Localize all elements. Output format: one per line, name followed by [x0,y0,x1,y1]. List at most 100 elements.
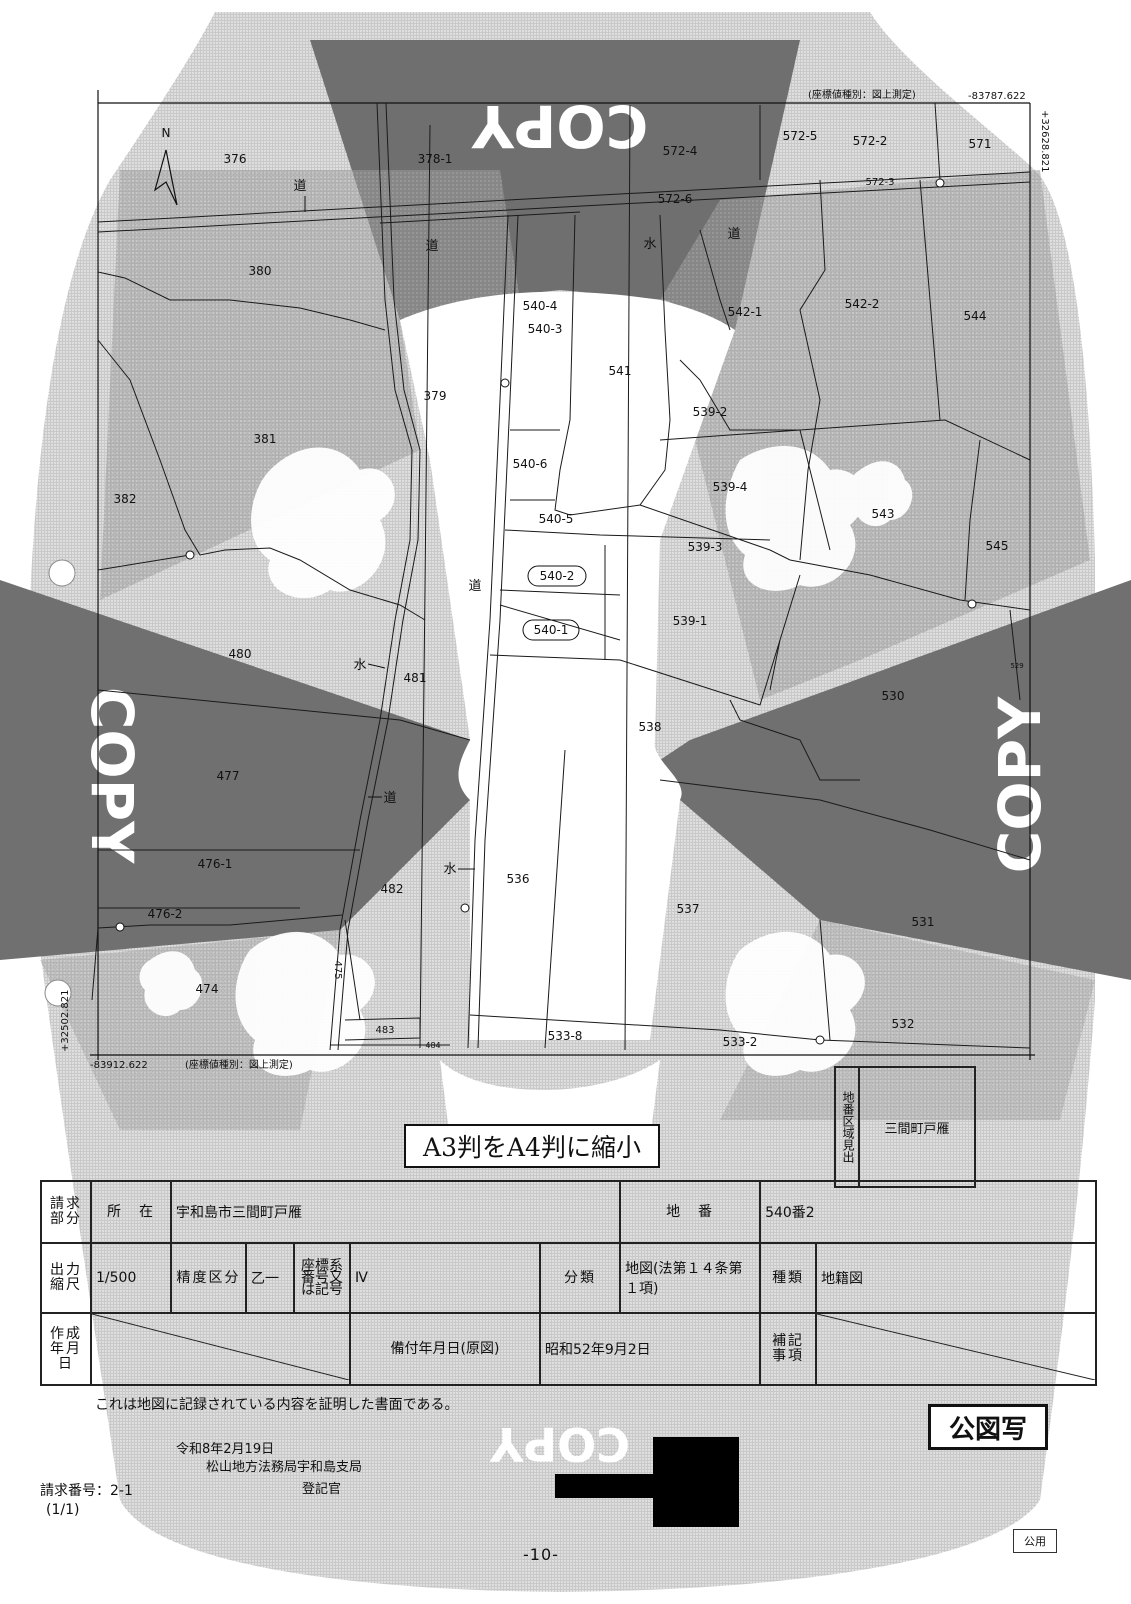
parcel-label: 529 [1010,662,1023,670]
lot-label: 地 番 [619,1180,762,1244]
parcel-label: 482 [381,882,404,896]
parcel-label: 376 [224,152,247,166]
precision-label: 精度区分 [170,1242,247,1314]
road-label: 道 [727,227,740,242]
road-label: 道 [383,791,396,806]
request-number: 請求番号：2-1 [40,1483,133,1499]
parcel-label: 545 [986,539,1009,553]
parcel-label: 538 [639,720,662,734]
official-use-badge: 公用 [1013,1529,1057,1553]
parcel-label: 571 [969,137,992,151]
watermark-copy-left: COPY [78,687,146,864]
watermark-copy-right: COPY [986,696,1054,873]
parcel-label: 531 [912,915,935,929]
parcel-label: 540-4 [523,299,558,313]
north-arrow-icon: N [153,126,178,206]
district-value: 三間町戸雁 [884,1121,950,1137]
parcel-label: 480 [229,647,252,661]
type-value: 地籍図 [815,1242,1098,1314]
parcel-label: 540-3 [528,322,563,336]
survey-markers [115,178,977,1045]
page-fraction: (1/1) [46,1502,80,1518]
parcel-label: 572-5 [783,129,818,143]
parcel-label: 542-2 [845,297,880,311]
parcel-label: 533-8 [548,1029,583,1043]
parcel-label: 530 [882,689,905,703]
class-value: 地図(法第１４条第１項) [619,1242,762,1314]
type-label: 種類 [759,1242,818,1314]
highlighted-parcel-540-2: 540-2 [527,565,587,587]
info-table: 請求部分 所 在 宇和島市三間町戸雁 地 番 540番2 出力縮尺 1/500 … [40,1180,1098,1386]
certification-text: これは地図に記録されている内容を証明した書面である。 [95,1397,459,1413]
parcel-label: 539-1 [673,614,708,628]
reduction-stamp: A3判をA4判に縮小 [404,1124,660,1168]
parcel-label: 484 [425,1041,440,1050]
request-label: 請求部分 [40,1180,92,1244]
parcel-label: 572-2 [853,134,888,148]
parcel-label: 539-2 [693,405,728,419]
scale-value: 1/500 [90,1242,172,1314]
redaction-bar [555,1474,655,1498]
parcel-label: 474 [196,982,219,996]
svg-text:N: N [162,126,171,140]
parcel-label: 536 [507,872,530,886]
highlighted-parcel-540-1: 540-1 [522,619,580,641]
district-label: 地番区域見出 [836,1068,860,1186]
location-label: 所 在 [90,1180,172,1244]
parcel-label: 380 [249,264,272,278]
issue-office: 松山地方法務局宇和島支局 [206,1460,363,1475]
lot-value: 540番2 [759,1180,1098,1244]
road-label: 道 [425,239,438,254]
parcel-label: 477 [217,769,240,783]
road-label: 道 [468,579,481,594]
parcel-label: 540-6 [513,457,548,471]
parcel-label: 572-6 [658,192,693,206]
page-number: -10- [523,1545,559,1564]
created-label: 作成年月日 [40,1312,92,1386]
parcel-label: 378-1 [418,152,453,166]
coord-note-top: (座標値種別：図上測定) [808,88,916,101]
feature-labels: 道 道 水 道 道 水 道 水 [293,179,740,877]
parcel-labels: 376 378-1 572-4 572-5 572-2 571 572-3 57… [114,129,1024,1050]
kozu-copy-stamp: 公図写 [928,1404,1048,1450]
parcel-label: 381 [254,432,277,446]
prepared-label: 備付年月日(原図) [349,1312,541,1386]
parcel-label: 572-3 [865,177,894,188]
remarks-label: 補記事項 [759,1312,818,1386]
parcel-label: 379 [424,389,447,403]
coord-top-right-y: +32628.821 [1039,110,1050,172]
water-label: 水 [353,658,366,673]
prepared-value: 昭和52年9月2日 [538,1312,762,1386]
issue-date: 令和8年2月19日 [176,1442,275,1457]
parcel-label: 539-3 [688,540,723,554]
location-value: 宇和島市三間町戸雁 [169,1180,622,1244]
svg-text:540-2: 540-2 [540,569,575,583]
parcel-label: 543 [872,507,895,521]
created-value-empty [90,1312,351,1386]
parcel-label: 476-2 [148,907,183,921]
coord-bottom-left-y: +32502.821 [60,990,71,1052]
redaction-block [653,1437,739,1527]
parcel-label: 572-4 [663,144,698,158]
parcel-label: 532 [892,1017,915,1031]
parcel-label: 382 [114,492,137,506]
district-box: 地番区域見出 三間町戸雁 [834,1066,976,1188]
parcel-label: 475 [332,960,343,979]
parcel-label: 544 [964,309,987,323]
parcel-label: 537 [677,902,700,916]
issue-officer: 登記官 [302,1482,342,1497]
parcel-label: 533-2 [723,1035,758,1049]
coord-note-bottom: (座標値種別：図上測定) [185,1058,293,1071]
parcel-label: 476-1 [198,857,233,871]
watermark-copy-top: COPY [471,92,648,160]
parcel-label: 542-1 [728,305,763,319]
scale-label: 出力縮尺 [40,1242,92,1314]
parcel-label: 541 [609,364,632,378]
coord-top-right-x: -83787.622 [968,91,1026,102]
water-label: 水 [643,237,656,252]
coord-system-label: 座標系番号又は記号 [293,1242,351,1314]
coord-system-value: Ⅳ [349,1242,541,1314]
class-label: 分類 [538,1242,622,1314]
road-label: 道 [293,179,306,194]
